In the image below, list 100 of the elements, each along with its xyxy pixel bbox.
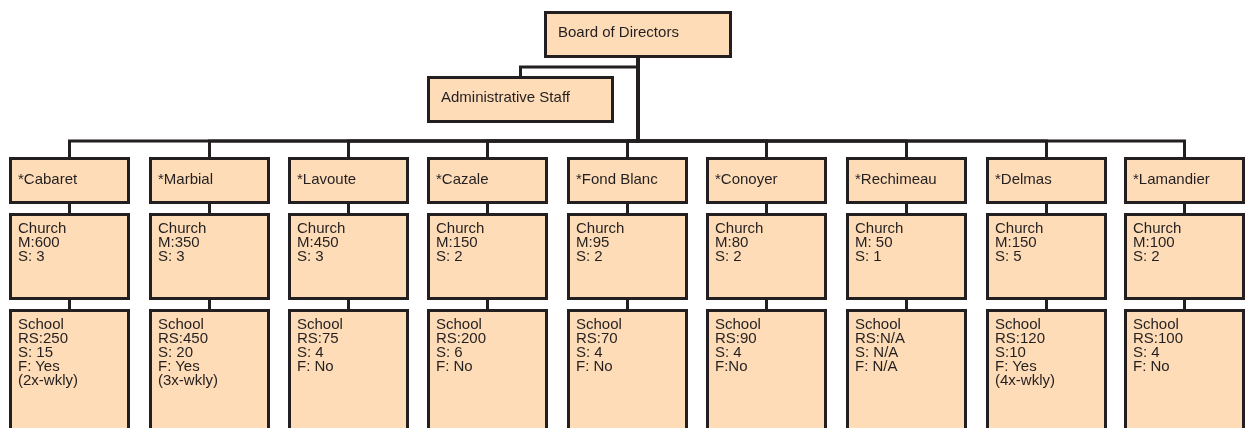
box-heading: School <box>995 317 1042 331</box>
box-text: F: No <box>1133 359 1171 373</box>
connector-line <box>1045 300 1048 309</box>
box-text: S: 4 <box>715 345 743 359</box>
org-box <box>567 309 688 428</box>
connector-line <box>347 300 350 309</box>
box-heading: School <box>855 317 902 331</box>
box-text: S: 2 <box>436 249 464 263</box>
box-text: F:No <box>715 359 749 373</box>
box-heading: School <box>436 317 483 331</box>
org-box <box>846 309 967 428</box>
box-text: (4x-wkly) <box>995 373 1056 387</box>
box-heading: *Rechimeau <box>855 172 938 186</box>
box-text: S: 15 <box>18 345 55 359</box>
box-text: F: No <box>436 359 474 373</box>
org-box <box>544 11 732 58</box>
box-heading: Church <box>576 221 626 235</box>
org-box <box>567 213 688 300</box>
box-text: S: 4 <box>1133 345 1161 359</box>
org-box <box>149 157 270 204</box>
box-heading: School <box>576 317 623 331</box>
box-text: RS:75 <box>297 331 340 345</box>
box-text: RS:450 <box>158 331 210 345</box>
box-heading: *Conoyer <box>715 172 779 186</box>
org-box <box>9 157 130 204</box>
box-text: M: 50 <box>855 235 894 249</box>
connector-line <box>486 204 489 213</box>
org-box <box>986 157 1107 204</box>
org-box <box>1124 157 1245 204</box>
connector-line <box>486 300 489 309</box>
box-heading: Church <box>297 221 347 235</box>
box-text: RS:250 <box>18 331 70 345</box>
box-heading: Church <box>855 221 905 235</box>
box-heading: School <box>158 317 205 331</box>
box-heading: *Marbial <box>158 172 215 186</box>
org-box <box>1124 213 1245 300</box>
box-heading: Church <box>1133 221 1183 235</box>
connector-line <box>1183 300 1186 309</box>
connector-line <box>208 300 211 309</box>
org-box <box>149 309 270 428</box>
connector-line <box>68 300 71 309</box>
org-box <box>567 157 688 204</box>
box-heading: *Fond Blanc <box>576 172 659 186</box>
box-heading: School <box>1133 317 1180 331</box>
box-heading: *Cazale <box>436 172 490 186</box>
box-text: RS:90 <box>715 331 758 345</box>
box-text: S: 3 <box>158 249 186 263</box>
connector-line <box>626 300 629 309</box>
box-text: F: Yes <box>18 359 61 373</box>
box-text: RS:200 <box>436 331 488 345</box>
box-heading: *Delmas <box>995 172 1053 186</box>
box-text: M:95 <box>576 235 611 249</box>
box-heading: *Cabaret <box>18 172 79 186</box>
org-box <box>149 213 270 300</box>
box-heading: School <box>18 317 65 331</box>
org-box <box>288 157 409 204</box>
box-text: S: 5 <box>995 249 1023 263</box>
box-text: F: No <box>297 359 335 373</box>
org-box <box>706 309 827 428</box>
box-heading: *Lavoute <box>297 172 358 186</box>
box-text: F: N/A <box>855 359 899 373</box>
connector-line <box>905 204 908 213</box>
org-box <box>1124 309 1245 428</box>
box-text: M:350 <box>158 235 201 249</box>
box-text: (3x-wkly) <box>158 373 219 387</box>
connector-line <box>905 300 908 309</box>
box-text: (2x-wkly) <box>18 373 79 387</box>
box-text: S: 2 <box>576 249 604 263</box>
connector-line <box>1045 204 1048 213</box>
box-heading: Board of Directors <box>558 25 680 39</box>
box-text: S: 3 <box>297 249 325 263</box>
connector-line <box>208 204 211 213</box>
box-text: M:150 <box>436 235 479 249</box>
box-heading: *Lamandier <box>1133 172 1211 186</box>
box-text: S:10 <box>995 345 1027 359</box>
box-heading: Church <box>158 221 208 235</box>
org-box <box>427 213 548 300</box>
connector-line <box>347 204 350 213</box>
box-text: S: 2 <box>1133 249 1161 263</box>
connector-line <box>1183 204 1186 213</box>
box-text: S: 4 <box>297 345 325 359</box>
box-text: M:600 <box>18 235 61 249</box>
box-text: S: 3 <box>18 249 46 263</box>
box-heading: Church <box>995 221 1045 235</box>
box-text: S: 20 <box>158 345 195 359</box>
box-text: S: 2 <box>715 249 743 263</box>
org-box <box>9 309 130 428</box>
box-text: F: Yes <box>995 359 1038 373</box>
org-box <box>288 213 409 300</box>
box-text: M:80 <box>715 235 750 249</box>
org-box <box>706 157 827 204</box>
box-text: S: N/A <box>855 345 900 359</box>
box-text: S: 6 <box>436 345 464 359</box>
box-heading: School <box>297 317 344 331</box>
org-box <box>427 76 614 123</box>
box-text: F: No <box>576 359 614 373</box>
box-heading: Administrative Staff <box>441 90 571 104</box>
connector-line <box>765 204 768 213</box>
box-text: M:150 <box>995 235 1038 249</box>
box-heading: School <box>715 317 762 331</box>
